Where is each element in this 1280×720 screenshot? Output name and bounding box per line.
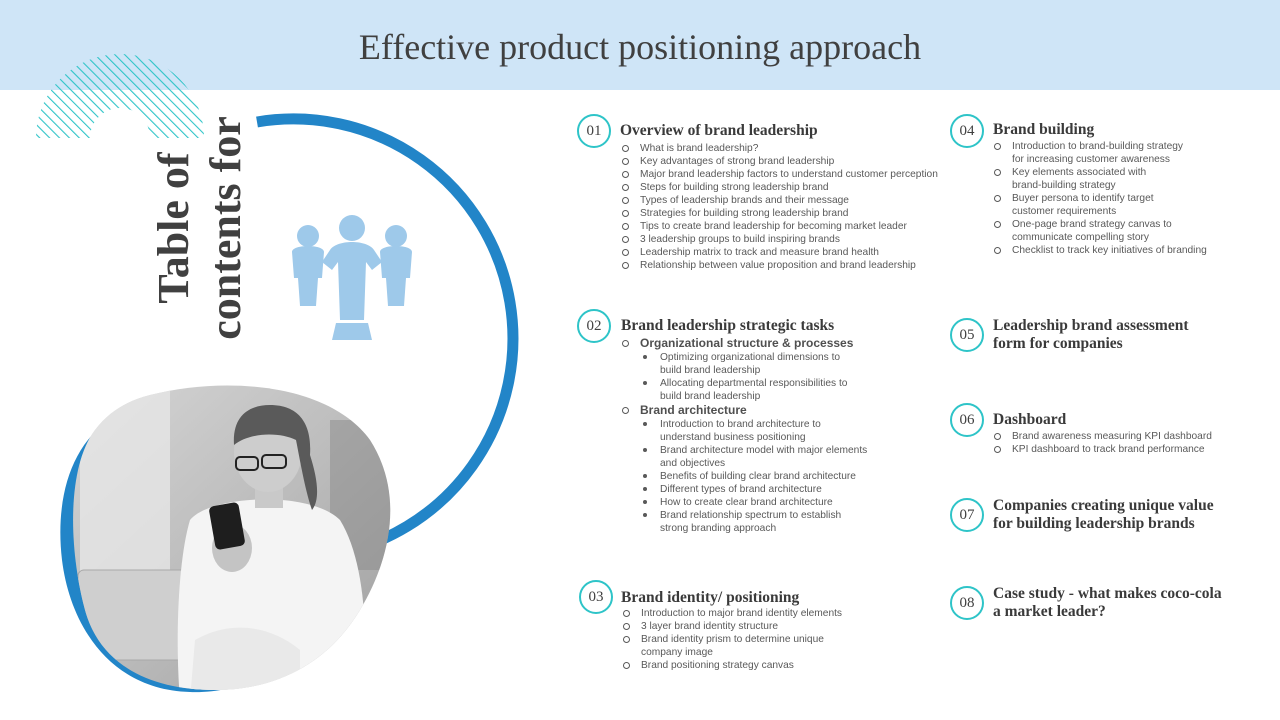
vertical-title-line2: contents for xyxy=(201,116,250,340)
vertical-title: Table of contents for xyxy=(148,116,252,340)
list-item: Introduction to major brand identity ele… xyxy=(621,607,842,620)
list-item: KPI dashboard to track brand performance xyxy=(992,443,1212,456)
section-number-02: 02 xyxy=(577,309,611,343)
section-title-05-line1: Leadership brand assessment xyxy=(993,317,1189,334)
section-title-03[interactable]: Brand identity/ positioning xyxy=(621,589,800,606)
team-people-icon xyxy=(292,215,412,340)
list-item: Brand architecture model with major elem… xyxy=(620,444,867,457)
list-item: Allocating departmental responsibilities… xyxy=(620,377,867,390)
section-title-07-line2: for building leadership brands xyxy=(993,515,1195,532)
section-number-01: 01 xyxy=(577,114,611,148)
list-heading: Brand architecture xyxy=(620,403,867,418)
list-item: How to create clear brand architecture xyxy=(620,496,867,509)
list-item: Brand relationship spectrum to establish xyxy=(620,509,867,522)
list-item: Introduction to brand architecture to xyxy=(620,418,867,431)
section-number-05: 05 xyxy=(950,318,984,352)
list-item: Different types of brand architecture xyxy=(620,483,867,496)
list-item: Steps for building strong leadership bra… xyxy=(620,181,938,194)
section-list-04: Introduction to brand-building strategy … xyxy=(992,140,1207,257)
list-item-continued: and objectives xyxy=(660,458,726,469)
section-list-01: What is brand leadership? Key advantages… xyxy=(620,142,938,272)
list-item: Brand positioning strategy canvas xyxy=(621,659,842,672)
page-title: Effective product positioning approach xyxy=(358,27,922,67)
list-item: Buyer persona to identify target xyxy=(992,192,1207,205)
section-title-08-line1: Case study - what makes coco-cola xyxy=(993,585,1222,602)
section-list-03: Introduction to major brand identity ele… xyxy=(621,607,842,672)
list-item: 3 layer brand identity structure xyxy=(621,620,842,633)
list-item: Leadership matrix to track and measure b… xyxy=(620,246,938,259)
section-title-01[interactable]: Overview of brand leadership xyxy=(620,122,818,139)
section-title-06[interactable]: Dashboard xyxy=(993,411,1067,428)
list-item-continued: strong branding approach xyxy=(660,523,777,534)
section-number-07: 07 xyxy=(950,498,984,532)
list-item: 3 leadership groups to build inspiring b… xyxy=(620,233,938,246)
woman-with-phone-photo xyxy=(73,385,391,690)
list-item: Introduction to brand-building strategy xyxy=(992,140,1207,153)
list-item: Brand identity prism to determine unique xyxy=(621,633,842,646)
list-item: What is brand leadership? xyxy=(620,142,938,155)
section-title-04[interactable]: Brand building xyxy=(993,121,1095,138)
section-number-06: 06 xyxy=(950,403,984,437)
section-title-07-line1: Companies creating unique value xyxy=(993,497,1214,514)
list-item: Optimizing organizational dimensions to xyxy=(620,351,867,364)
list-item-continued: for increasing customer awareness xyxy=(1012,154,1170,165)
section-number-03: 03 xyxy=(579,580,613,614)
list-item-continued: build brand leadership xyxy=(660,391,761,402)
section-list-06: Brand awareness measuring KPI dashboard … xyxy=(992,430,1212,456)
list-item: Strategies for building strong leadershi… xyxy=(620,207,938,220)
list-item: Types of leadership brands and their mes… xyxy=(620,194,938,207)
vertical-title-line1: Table of xyxy=(149,152,198,304)
list-item: One-page brand strategy canvas to xyxy=(992,218,1207,231)
list-item: Key advantages of strong brand leadershi… xyxy=(620,155,938,168)
section-title-02[interactable]: Brand leadership strategic tasks xyxy=(621,317,835,334)
list-item-continued: company image xyxy=(641,647,713,658)
list-item: Brand awareness measuring KPI dashboard xyxy=(992,430,1212,443)
section-title-05-line2: form for companies xyxy=(993,335,1123,352)
section-list-02: Organizational structure & processes Opt… xyxy=(620,336,867,535)
list-item: Key elements associated with xyxy=(992,166,1207,179)
hatched-arch xyxy=(36,54,204,138)
section-title-08-line2: a market leader? xyxy=(993,603,1106,620)
section-title-05[interactable]: Leadership brand assessment form for com… xyxy=(993,317,1189,353)
list-item: Tips to create brand leadership for beco… xyxy=(620,220,938,233)
header-bar: Effective product positioning approach xyxy=(0,0,1280,90)
list-item-continued: communicate compelling story xyxy=(1012,232,1150,243)
list-item: Benefits of building clear brand archite… xyxy=(620,470,867,483)
list-item-continued: understand business positioning xyxy=(660,432,806,443)
section-number-08: 08 xyxy=(950,586,984,620)
section-number-04: 04 xyxy=(950,114,984,148)
section-title-07[interactable]: Companies creating unique value for buil… xyxy=(993,497,1214,533)
list-item-continued: brand-building strategy xyxy=(1012,180,1116,191)
section-title-08[interactable]: Case study - what makes coco-cola a mark… xyxy=(993,585,1222,621)
list-item: Checklist to track key initiatives of br… xyxy=(992,244,1207,257)
list-item-continued: customer requirements xyxy=(1012,206,1117,217)
list-item: Major brand leadership factors to unders… xyxy=(620,168,938,181)
list-item-continued: build brand leadership xyxy=(660,365,761,376)
list-item: Relationship between value proposition a… xyxy=(620,259,938,272)
list-heading: Organizational structure & processes xyxy=(620,336,867,351)
blue-arc xyxy=(256,113,519,561)
